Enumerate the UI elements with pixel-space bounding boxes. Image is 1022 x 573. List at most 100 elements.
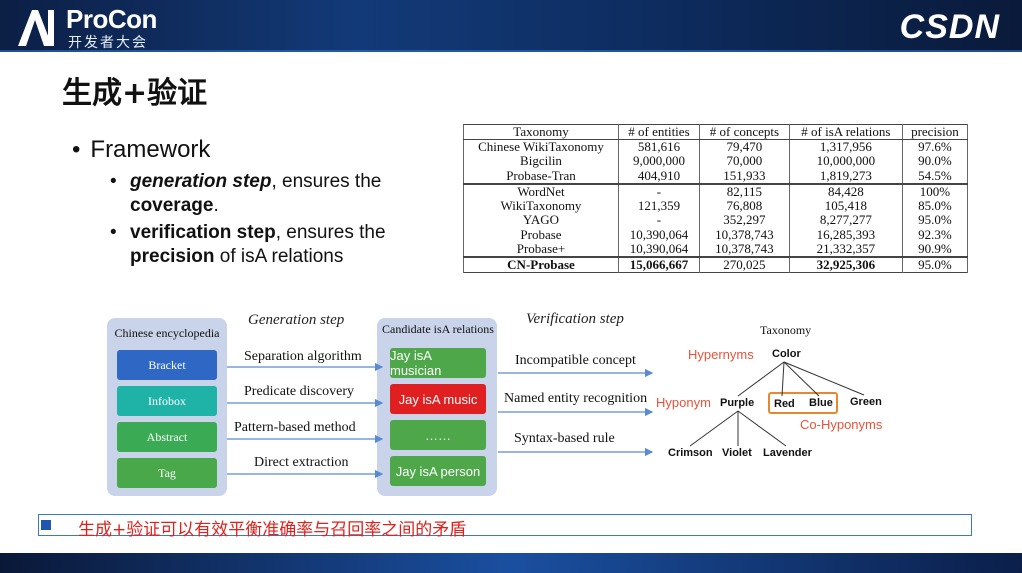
table-cell: CN-Probase [463,256,619,273]
table-cell: - [617,213,700,228]
verification-step-label: Verification step [526,311,624,327]
footer-box [38,514,972,536]
verification-end-text: of isA relations [214,246,344,267]
table-cell: 9,000,000 [617,154,700,169]
candidates-title: Candidate isA relations [382,322,494,336]
method-predicate: Predicate discovery [244,384,355,399]
table-cell: 76,808 [698,198,790,213]
table-cell: Probase [463,227,619,242]
node-green: Green [850,396,882,408]
generation-step-label: Generation step [248,312,345,328]
table-cell: 1,317,956 [788,139,903,154]
bottom-bar [0,553,1022,573]
table-cell: 581,616 [617,139,700,154]
table-cell: 10,378,743 [698,227,790,242]
procon-logo-icon [18,10,54,46]
table-cell: WikiTaxonomy [463,198,619,213]
header-bar: ProCon 开发者大会 CSDN [0,0,1022,52]
header-isa-relations: # of isA relations [788,124,903,140]
candidate-musician: Jay isA musician [390,348,486,378]
node-lavender: Lavender [763,447,812,459]
node-violet: Violet [722,447,752,459]
verification-step-text: verification step [130,222,276,243]
candidate-ellipsis: …… [390,420,486,450]
header-precision: precision [901,124,969,140]
table-cell: 21,332,357 [788,242,903,257]
table-cell: 1,819,273 [788,168,903,184]
table-cell: Chinese WikiTaxonomy [463,139,619,154]
table-cell: 84,428 [788,182,903,199]
method-direct: Direct extraction [254,455,349,470]
source-abstract: Abstract [117,422,217,452]
table-cell: YAGO [463,213,619,228]
generation-rest-text: , ensures the [271,171,382,192]
table-cell: 8,277,277 [788,213,903,228]
table-cell: 404,910 [617,168,700,184]
csdn-logo: CSDN [899,8,1000,46]
table-header-row: Taxonomy # of entities # of concepts # o… [463,124,969,140]
taxonomy-title: Taxonomy [760,323,812,337]
co-hyponyms-label: Co-Hyponyms [800,417,883,432]
table-cell: 16,285,393 [788,227,903,242]
table-cell: 95.0% [901,256,969,273]
table-cell: 82,115 [698,182,790,199]
verification-rest-text: , ensures the [275,222,386,243]
source-bracket: Bracket [117,350,217,380]
table-cell: 79,470 [698,139,790,154]
header-taxonomy: Taxonomy [463,124,619,140]
source-infobox: Infobox [117,386,217,416]
bullet-framework: Framework [72,136,452,164]
verify-ner: Named entity recognition [504,391,648,406]
source-tag: Tag [117,458,217,488]
table-cell: 15,066,667 [617,256,700,273]
hyponym-label: Hyponym [656,395,711,410]
table-cell: 121,359 [617,198,700,213]
table-cell: 90.0% [901,154,969,169]
generation-end-text: . [213,195,219,216]
logo-text: ProCon [66,4,157,34]
node-crimson: Crimson [668,447,713,459]
bullet-generation: generation step, ensures the coverage. [110,170,452,218]
table-cell: 85.0% [901,198,969,213]
verify-syntax: Syntax-based rule [514,431,615,446]
node-color: Color [772,348,801,360]
table-cell: 10,390,064 [617,242,700,257]
node-blue: Blue [809,397,833,409]
table-cell: 151,933 [698,168,790,184]
table-cell: 100% [901,182,969,199]
taxonomy-comparison-table: Taxonomy # of entities # of concepts # o… [463,124,969,273]
framework-text: Framework [90,136,211,163]
bullet-verification: verification step, ensures the precision… [110,221,452,269]
table-cell: 10,000,000 [788,154,903,169]
footer-bullet-icon [41,520,51,530]
generation-step-text: generation step [130,171,272,192]
hypernyms-label: Hypernyms [688,347,754,362]
table-cell: 90.9% [901,242,969,257]
footer-text: 生成+验证可以有效平衡准确率与召回率之间的矛盾 [78,520,467,540]
table-cell: 352,297 [698,213,790,228]
logo-subtitle: 开发者大会 [68,35,148,51]
node-purple: Purple [720,397,755,409]
encyclopedia-title: Chinese encyclopedia [114,326,220,340]
table-cell: 97.6% [901,139,969,154]
method-separation: Separation algorithm [244,349,362,364]
page-title: 生成+验证 [62,76,208,111]
table-cell: Bigcilin [463,154,619,169]
candidate-music: Jay isA music [390,384,486,414]
header-concepts: # of concepts [698,124,790,140]
method-pattern: Pattern-based method [234,420,356,435]
table-cell: 92.3% [901,227,969,242]
table-cell: 105,418 [788,198,903,213]
node-red: Red [774,398,795,410]
coverage-text: coverage [130,195,214,216]
table-cell: 70,000 [698,154,790,169]
table-cell: 95.0% [901,213,969,228]
